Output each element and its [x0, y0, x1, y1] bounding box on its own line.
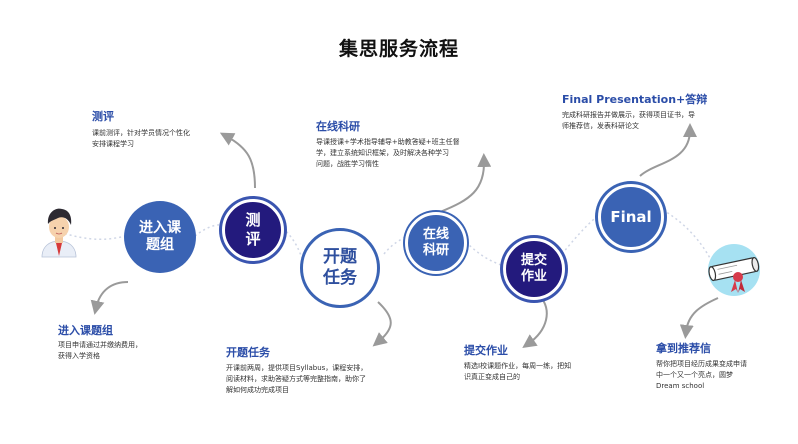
step-submit-heading: 提交作业 — [464, 344, 508, 357]
arrow-recommend — [679, 297, 719, 339]
step-kickoff-heading: 开题任务 — [226, 346, 270, 359]
step-online-text: 导课授课+学术指导辅导+助教答疑+班主任督 学，建立系统知识框架，及时解决各种学… — [316, 138, 460, 169]
step-kickoff-text: 开课前两周，提供项目Syllabus，课程安排， 阅读材料，求助答疑方式等完整指… — [226, 364, 368, 395]
node-kickoff: 开题 任务 — [300, 228, 380, 308]
arrow-assess — [219, 132, 256, 189]
student-avatar-icon — [41, 208, 77, 258]
node-submit: 提交 作业 — [503, 238, 565, 300]
arrow-online — [439, 153, 492, 213]
step-final-heading: Final Presentation+答辩 — [562, 93, 708, 106]
step-join-text: 项目申请通过并缴纳费用， 获得入学资格 — [58, 341, 142, 361]
arrow-join — [90, 281, 129, 315]
flow-path — [59, 209, 713, 267]
diploma-scroll-icon — [708, 244, 760, 296]
step-recommend-text: 帮你把项目经历成果变成申请 中一个又一个亮点，圆梦 Dream school — [656, 360, 747, 391]
step-assess-text: 课前测评，针对学员情况个性化 安排课程学习 — [92, 129, 190, 149]
node-online: 在线 科研 — [405, 212, 467, 274]
page-title: 集思服务流程 — [338, 38, 459, 60]
step-submit-text: 精选Ⅰ校课题作业，每周一练，把知 识真正变成自己的 — [464, 362, 572, 382]
arrow-kickoff — [372, 301, 392, 347]
arrow-submit — [522, 295, 548, 349]
arrow-final — [639, 123, 697, 177]
step-join-heading: 进入课题组 — [58, 324, 113, 337]
step-assess-heading: 测评 — [92, 110, 114, 123]
node-assess: 测 评 — [222, 199, 284, 261]
step-final-text: 完成科研报告并做展示，获得项目证书，导 师推荐信，发表科研论文 — [562, 111, 695, 131]
node-join: 进入课 题组 — [124, 201, 196, 273]
step-online-heading: 在线科研 — [316, 120, 360, 133]
step-recommend-heading: 拿到推荐信 — [656, 342, 711, 355]
node-final: Final — [598, 184, 664, 250]
